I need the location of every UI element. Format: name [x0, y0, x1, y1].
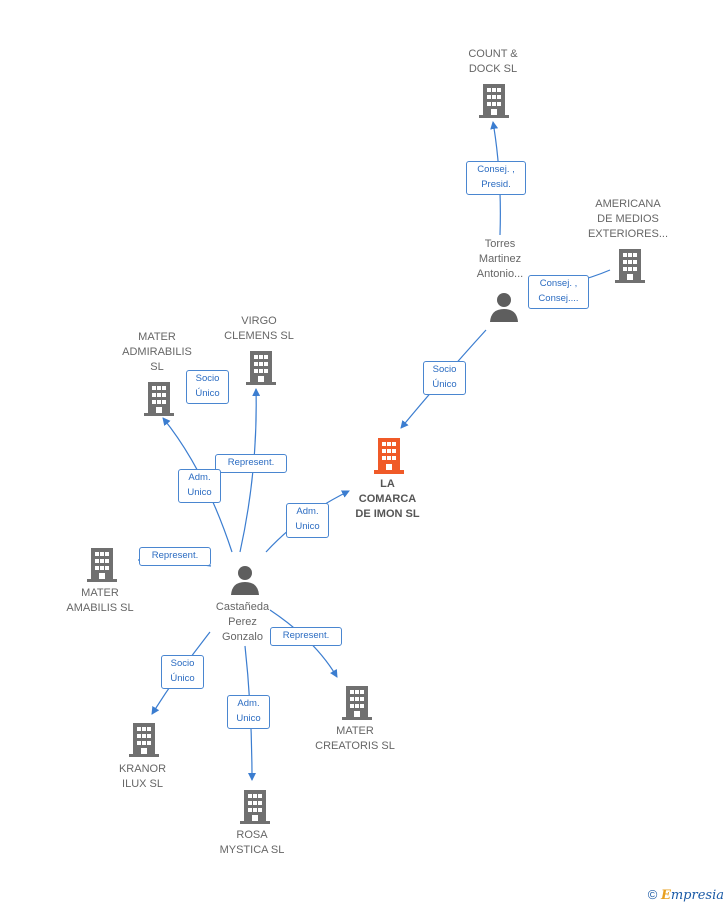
node-label: MATER ADMIRABILIS SL [122, 331, 192, 373]
node-label: LA COMARCA DE IMON SL [355, 478, 420, 520]
main-building-icon[interactable] [373, 438, 405, 474]
node-torres[interactable]: Torres Martinez Antonio... [460, 237, 540, 282]
relation-label[interactable]: Adm. Unico [286, 503, 329, 538]
node-mater-creatoris[interactable]: MATER CREATORIS SL [305, 724, 405, 754]
node-mater-admirabilis[interactable]: MATER ADMIRABILIS SL [112, 330, 202, 375]
node-castaneda[interactable]: Castañeda Perez Gonzalo [200, 600, 285, 645]
building-icon[interactable] [86, 548, 118, 582]
node-label: KRANOR ILUX SL [118, 763, 167, 790]
building-icon[interactable] [341, 686, 373, 720]
node-label: AMERICANA DE MEDIOS EXTERIORES... [587, 198, 669, 240]
relation-label[interactable]: Socio Único [423, 361, 466, 395]
node-label: MATER AMABILIS SL [66, 587, 134, 614]
person-icon[interactable] [230, 565, 260, 595]
node-rosa[interactable]: ROSA MYSTICA SL [207, 828, 297, 858]
relation-label[interactable]: Consej. , Presid. [466, 161, 526, 195]
node-label: ROSA MYSTICA SL [219, 829, 285, 856]
person-icon[interactable] [489, 292, 519, 322]
node-label: Torres Martinez Antonio... [476, 238, 524, 280]
relation-label[interactable]: Adm. Unico [227, 695, 270, 729]
building-icon[interactable] [245, 351, 277, 385]
brand-logo-text: mpresia [670, 888, 724, 903]
node-virgo[interactable]: VIRGO CLEMENS SL [214, 314, 304, 344]
node-la-comarca[interactable]: LA COMARCA DE IMON SL [340, 477, 435, 522]
relation-label[interactable]: Represent. [139, 547, 211, 566]
node-mater-amabilis[interactable]: MATER AMABILIS SL [55, 586, 145, 616]
relation-label[interactable]: Represent. [215, 454, 287, 473]
relation-label[interactable]: Socio Único [186, 370, 229, 404]
brand-footer[interactable]: © Empresia [648, 887, 724, 903]
relation-label[interactable]: Socio Único [161, 655, 204, 689]
relation-label[interactable]: Adm. Unico [178, 469, 221, 503]
building-icon[interactable] [143, 382, 175, 416]
node-label: VIRGO CLEMENS SL [224, 315, 294, 342]
building-icon[interactable] [478, 84, 510, 118]
brand-logo-initial: E [660, 888, 671, 903]
relation-label[interactable]: Consej. , Consej.... [528, 275, 589, 309]
relation-label[interactable]: Represent. [270, 627, 342, 646]
node-label: COUNT & DOCK SL [468, 48, 518, 75]
node-count-dock[interactable]: COUNT & DOCK SL [453, 47, 533, 77]
node-kranor[interactable]: KRANOR ILUX SL [100, 762, 185, 792]
node-label: MATER CREATORIS SL [315, 725, 395, 752]
building-icon[interactable] [614, 249, 646, 283]
building-icon[interactable] [128, 723, 160, 757]
copyright-icon: © [647, 887, 658, 902]
node-americana[interactable]: AMERICANA DE MEDIOS EXTERIORES... [578, 197, 678, 242]
node-label: Castañeda Perez Gonzalo [215, 601, 270, 643]
building-icon[interactable] [239, 790, 271, 824]
